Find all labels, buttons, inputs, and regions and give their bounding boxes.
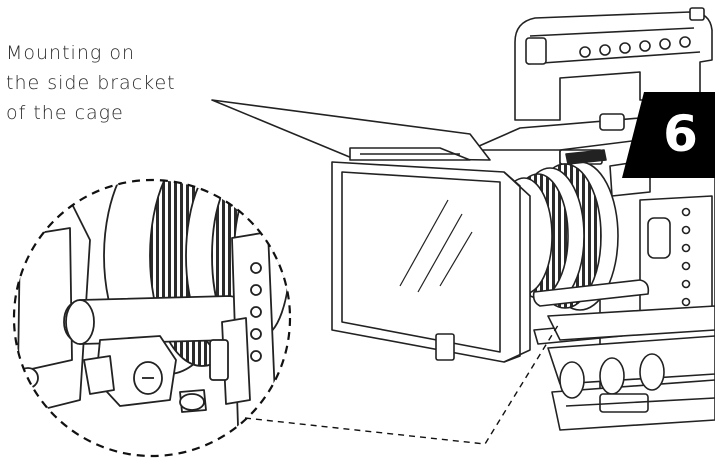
step-number: 6	[663, 105, 698, 163]
instruction-caption: Mounting on the side bracket of the cage	[6, 38, 206, 128]
cage-logo-plate	[565, 149, 607, 165]
detail-view-border	[12, 178, 292, 458]
baseplate	[547, 305, 715, 431]
caption-line-2: the side bracket	[6, 72, 176, 94]
caption-line-1: Mounting on	[6, 42, 135, 64]
top-flag	[211, 99, 491, 161]
camera-rig	[211, 7, 715, 431]
lens	[495, 161, 619, 311]
detail-leader-line	[244, 321, 561, 445]
caption-line-3: of the cage	[6, 102, 124, 124]
step-badge	[622, 92, 715, 178]
matte-box	[331, 161, 531, 363]
